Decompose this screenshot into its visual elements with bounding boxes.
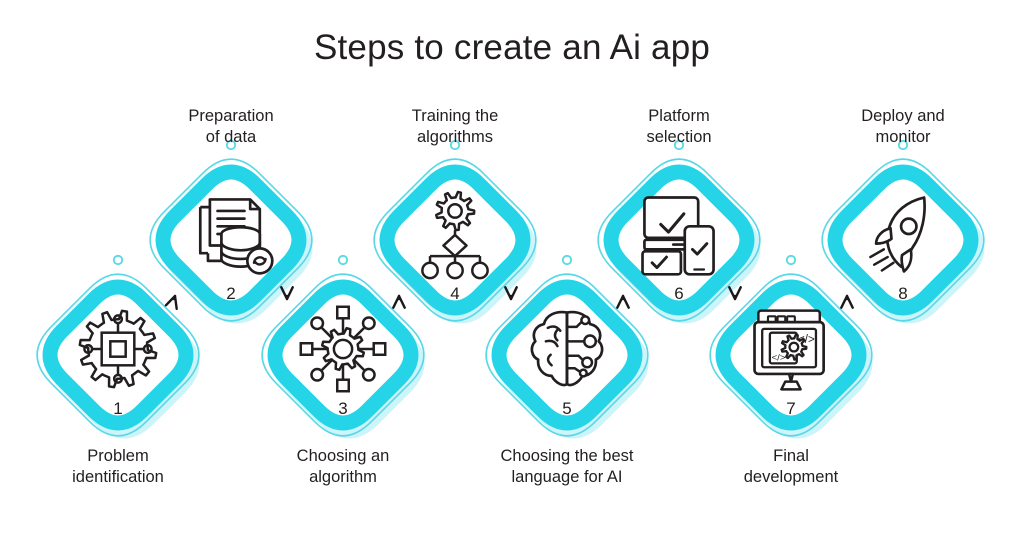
accent-ring bbox=[155, 164, 307, 316]
accent-ring bbox=[379, 164, 531, 316]
step-number-8: 8 bbox=[898, 284, 908, 303]
arrow-head bbox=[728, 286, 742, 301]
vertex-node-dot bbox=[449, 139, 461, 151]
arrow-head bbox=[164, 294, 178, 311]
outer-outline-diamond bbox=[373, 158, 537, 322]
outer-outline-diamond bbox=[485, 273, 649, 437]
arrow-5-to-6 bbox=[616, 294, 630, 309]
step-label-5: Choosing the best language for AI bbox=[500, 447, 634, 486]
nodes-layer: </></> bbox=[36, 139, 985, 439]
arrow-head bbox=[280, 286, 294, 301]
step-label-4: Training the algorithms bbox=[411, 107, 499, 146]
accent-ring bbox=[827, 164, 979, 316]
step-node-6[interactable] bbox=[597, 139, 761, 324]
arrow-6-to-7 bbox=[728, 286, 742, 301]
vertex-node-dot bbox=[112, 254, 124, 266]
document-database-icon bbox=[198, 198, 274, 275]
arrow-2-to-3 bbox=[280, 286, 294, 301]
step-label-6: Platform selection bbox=[646, 107, 712, 146]
arrow-head bbox=[504, 286, 518, 301]
arrow-7-to-8 bbox=[840, 294, 854, 309]
outer-outline-diamond bbox=[821, 158, 985, 322]
step-label-1: Problem identification bbox=[72, 447, 164, 486]
step-number-1: 1 bbox=[113, 399, 123, 418]
gear-chip-icon bbox=[78, 309, 158, 389]
vertex-node-dot bbox=[561, 254, 573, 266]
step-label-7: Final development bbox=[743, 447, 839, 486]
step-label-3: Choosing an algorithm bbox=[296, 447, 390, 486]
step-number-7: 7 bbox=[786, 399, 796, 418]
rocket-icon bbox=[869, 196, 926, 273]
vertex-node-dot bbox=[337, 254, 349, 266]
arrow-4-to-5 bbox=[504, 286, 518, 301]
arrows-layer bbox=[164, 286, 854, 311]
outer-outline-diamond bbox=[597, 158, 761, 322]
accent-ring bbox=[491, 279, 643, 431]
step-node-3[interactable] bbox=[261, 254, 425, 439]
outer-outline-diamond bbox=[36, 273, 200, 437]
step-number-5: 5 bbox=[562, 399, 572, 418]
arrow-head bbox=[840, 294, 854, 309]
accent-ring bbox=[603, 164, 755, 316]
step-label-2: Preparation of data bbox=[188, 107, 274, 146]
arrow-3-to-4 bbox=[392, 294, 406, 309]
outer-outline-diamond bbox=[149, 158, 313, 322]
step-node-8[interactable] bbox=[821, 139, 985, 324]
step-number-2: 2 bbox=[226, 284, 236, 303]
vertex-node-dot bbox=[897, 139, 909, 151]
accent-ring bbox=[715, 279, 867, 431]
gear-decision-tree-icon bbox=[421, 190, 489, 280]
page-title: Steps to create an Ai app bbox=[313, 28, 711, 67]
vertex-node-dot bbox=[225, 139, 237, 151]
multi-device-check-icon bbox=[641, 196, 715, 276]
step-node-1[interactable] bbox=[36, 254, 200, 439]
step-node-7[interactable]: </></> bbox=[709, 254, 873, 439]
step-node-4[interactable] bbox=[373, 139, 537, 324]
step-number-3: 3 bbox=[338, 399, 348, 418]
arrow-1-to-2 bbox=[164, 294, 178, 311]
outer-outline-diamond bbox=[709, 273, 873, 437]
step-label-8: Deploy and monitor bbox=[861, 107, 945, 146]
monitor-code-gear-icon: </></> bbox=[753, 309, 825, 391]
step-number-4: 4 bbox=[450, 284, 460, 303]
step-node-5[interactable] bbox=[485, 254, 649, 439]
network-hub-icon bbox=[299, 305, 387, 393]
accent-ring bbox=[267, 279, 419, 431]
step-number-6: 6 bbox=[674, 284, 684, 303]
svg-text:</>: </> bbox=[772, 353, 786, 364]
accent-ring bbox=[42, 279, 194, 431]
arrow-head bbox=[616, 294, 630, 309]
vertex-node-dot bbox=[673, 139, 685, 151]
vertex-node-dot bbox=[785, 254, 797, 266]
arrow-head bbox=[392, 294, 406, 309]
ai-brain-icon bbox=[530, 310, 604, 387]
step-node-2[interactable] bbox=[149, 139, 313, 324]
outer-outline-diamond bbox=[261, 273, 425, 437]
